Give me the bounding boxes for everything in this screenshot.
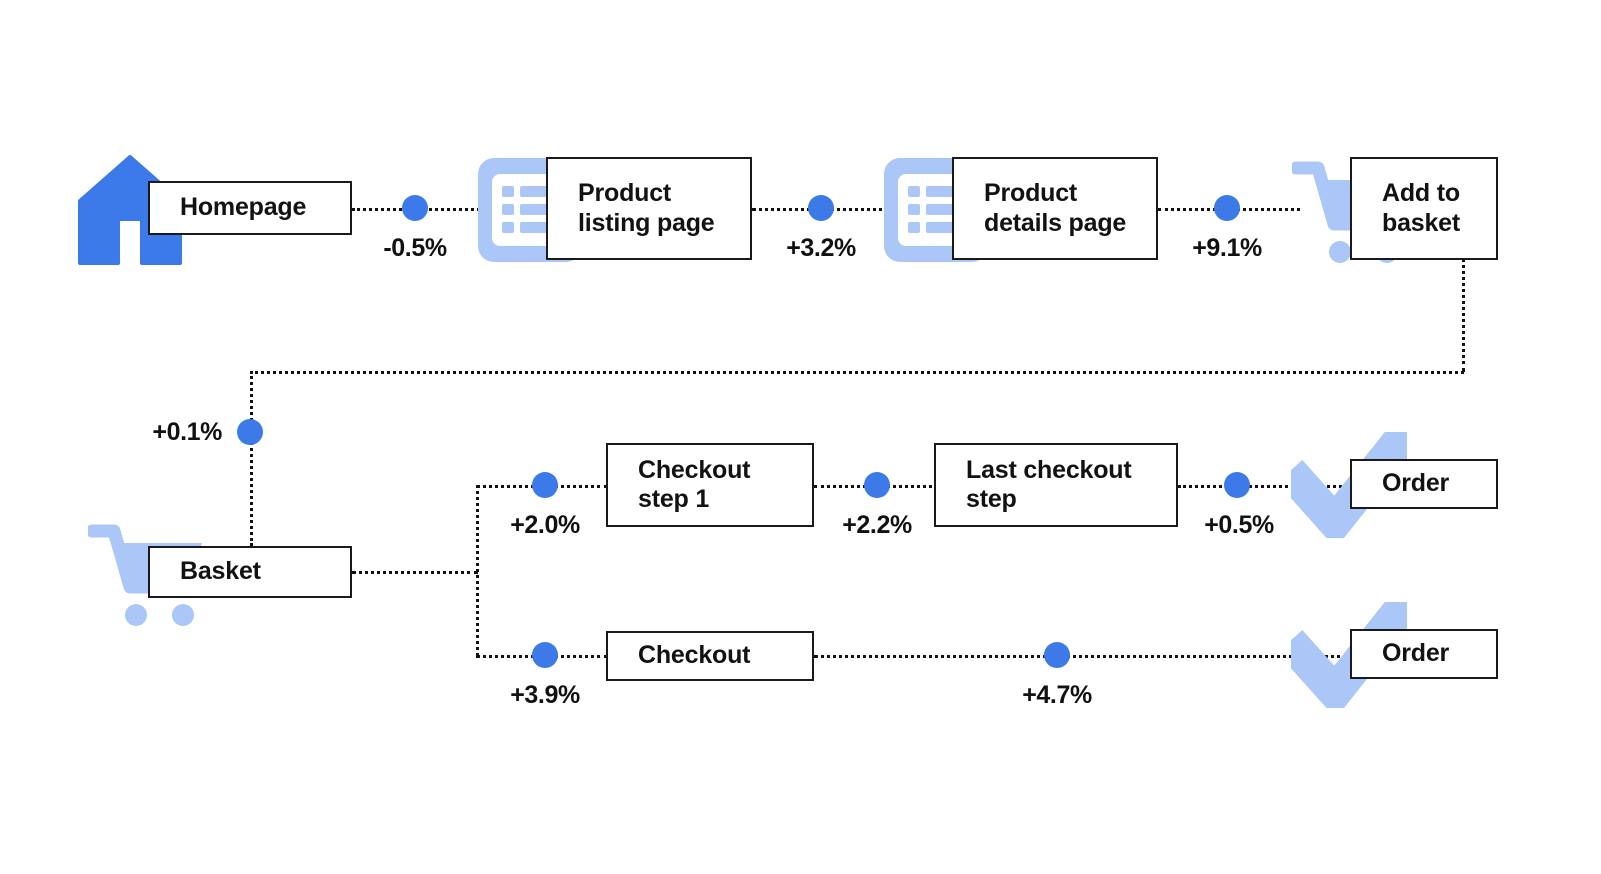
transition-value: -0.5% [383,234,447,262]
node-product-listing-page[interactable]: Product listing page [546,157,752,260]
transition-value: +2.0% [510,511,580,539]
node-order-top[interactable]: Order [1350,459,1498,509]
transition-value: +0.1% [152,418,222,446]
node-label: Homepage [180,193,307,222]
node-last-checkout-step[interactable]: Last checkout step [934,443,1178,527]
node-label: Checkout [638,641,751,670]
connector-checkout-to-order-bottom [814,655,1378,658]
node-checkout[interactable]: Checkout [606,631,814,681]
transition-value: +9.1% [1192,234,1262,262]
transition-value: +2.2% [842,511,912,539]
connector-basket-right [352,571,478,574]
node-label: Product details page [984,179,1127,237]
connector-down-to-basket [250,371,253,546]
connector-addbasket-down [1462,258,1465,372]
node-label: Add to basket [1382,179,1461,237]
connector-branch-vertical [476,485,479,656]
node-basket[interactable]: Basket [148,546,352,598]
node-label: Basket [180,557,261,586]
node-homepage[interactable]: Homepage [148,181,352,235]
transition-dot[interactable] [532,642,558,668]
node-order-bottom[interactable]: Order [1350,629,1498,679]
node-label: Checkout step 1 [638,455,751,514]
node-label: Order [1382,469,1450,498]
transition-value: +3.9% [510,681,580,709]
connector-addbasket-left [250,371,1464,374]
transition-dot[interactable] [1214,195,1240,221]
node-product-details-page[interactable]: Product details page [952,157,1158,260]
transition-dot[interactable] [237,419,263,445]
node-label: Product listing page [578,179,715,237]
transition-value: +0.5% [1204,511,1274,539]
node-label: Order [1382,639,1450,668]
transition-dot[interactable] [532,472,558,498]
node-add-to-basket[interactable]: Add to basket [1350,157,1498,260]
node-checkout-step-1[interactable]: Checkout step 1 [606,443,814,527]
transition-dot[interactable] [1044,642,1070,668]
transition-dot[interactable] [808,195,834,221]
transition-dot[interactable] [864,472,890,498]
transition-dot[interactable] [1224,472,1250,498]
transition-value: +4.7% [1022,681,1092,709]
transition-dot[interactable] [402,195,428,221]
connector-last-to-order-top [1178,485,1378,488]
transition-value: +3.2% [786,234,856,262]
node-label: Last checkout step [966,455,1132,514]
